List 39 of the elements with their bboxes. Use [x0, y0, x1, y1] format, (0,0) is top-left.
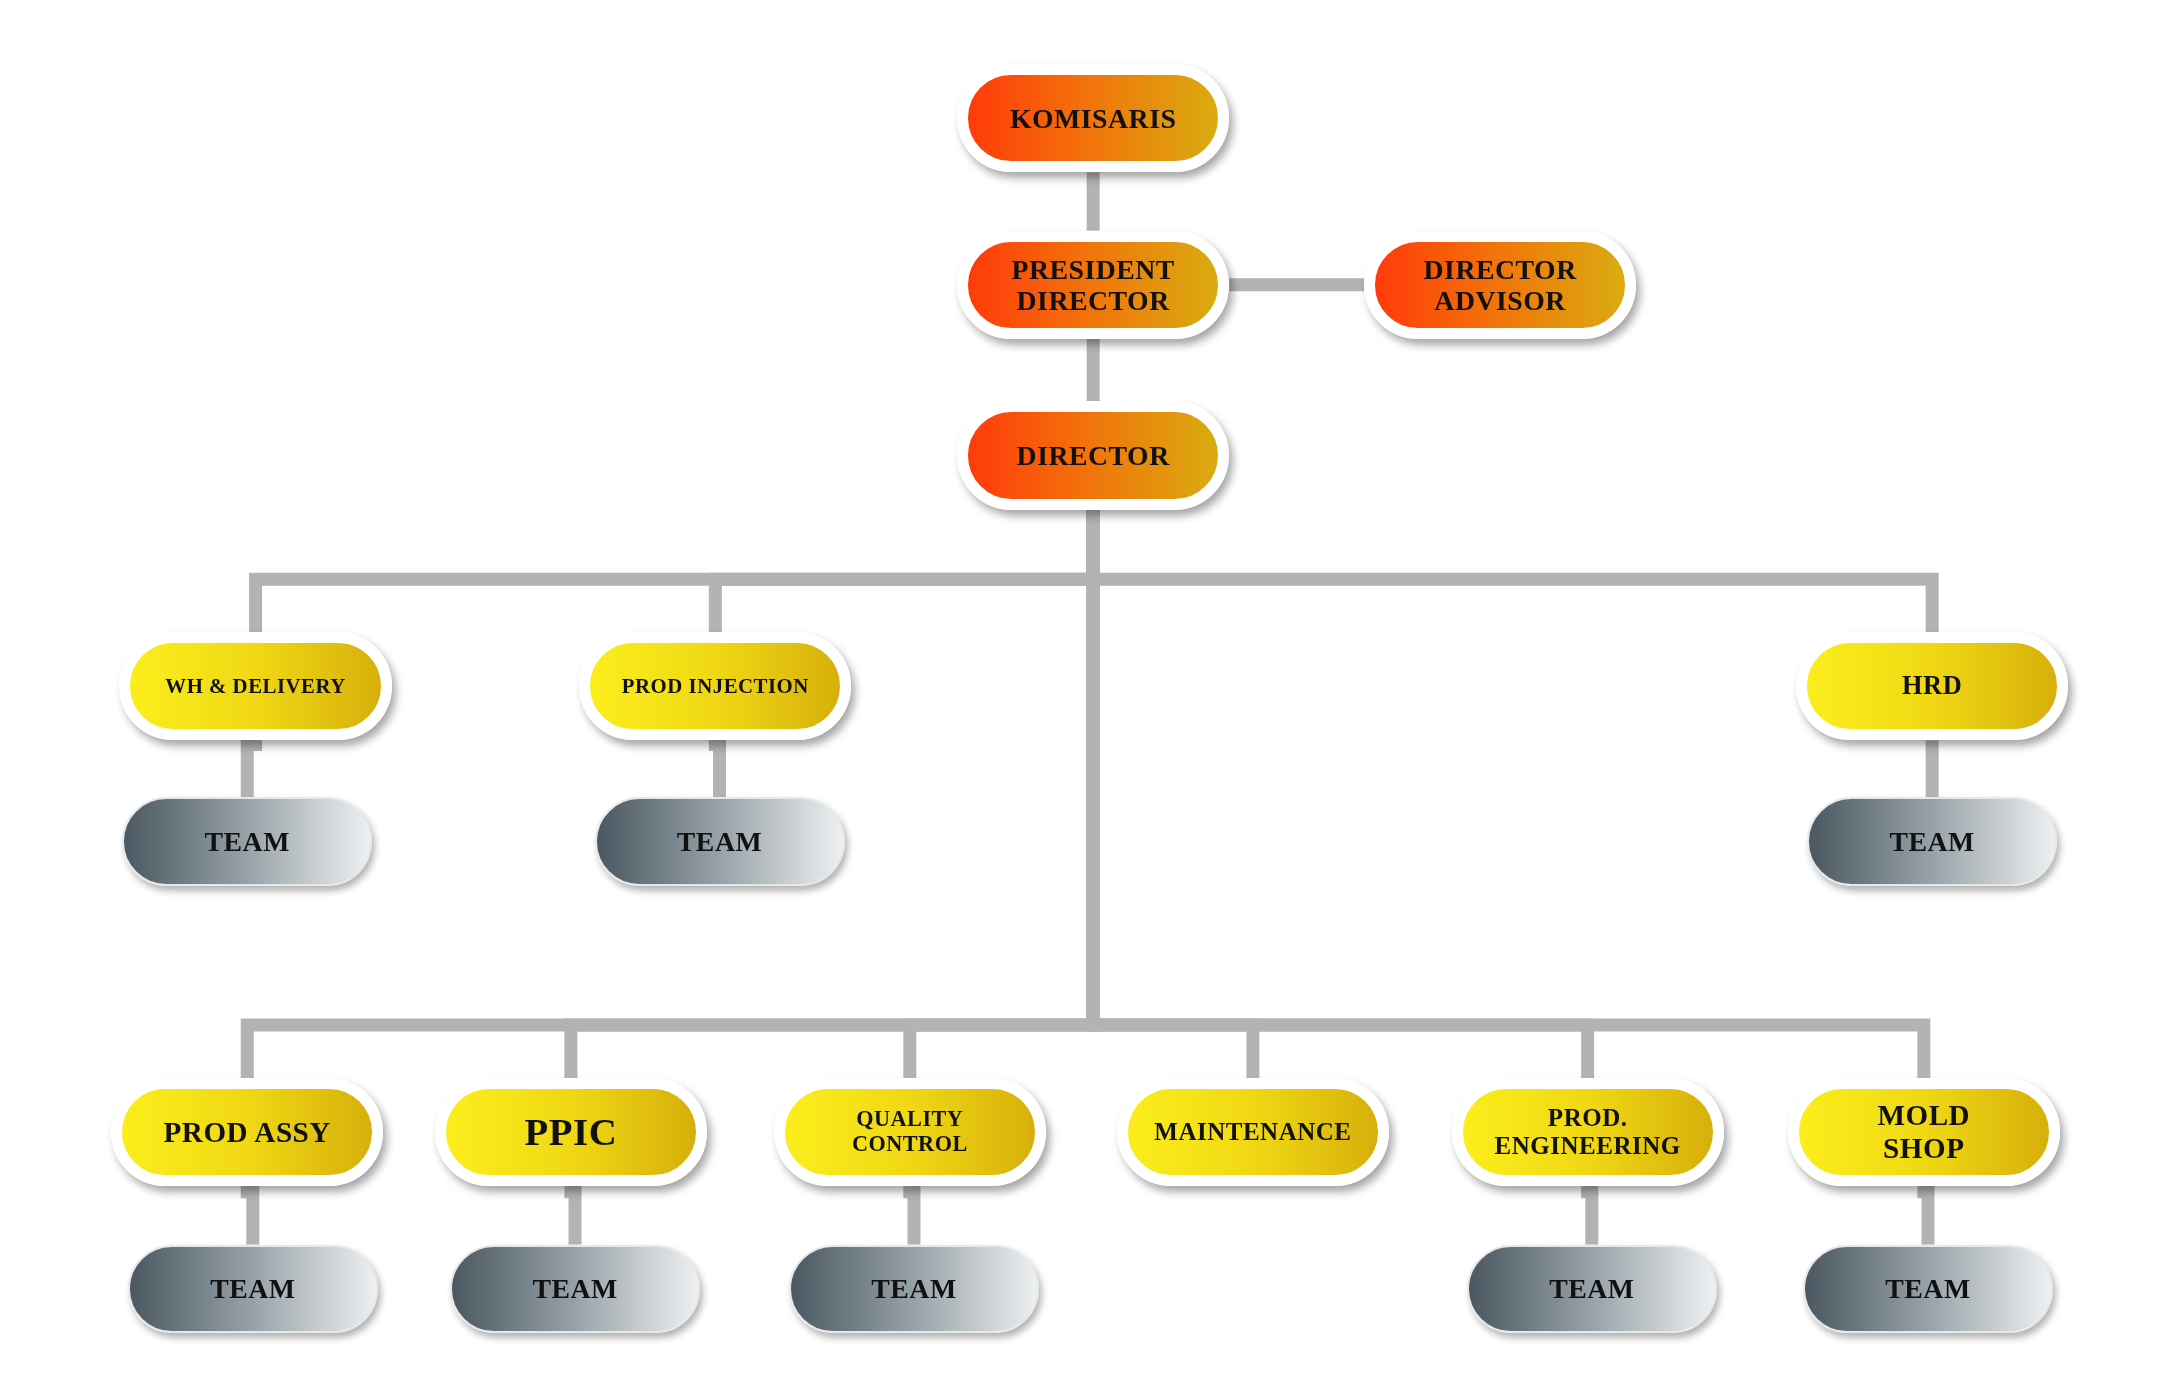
team-pill [594, 797, 845, 887]
role-title: PROD. ENGINEERING [1493, 1104, 1682, 1161]
team-label: TEAM [1549, 1273, 1635, 1305]
connector-line [708, 738, 726, 798]
connector-line [1581, 1185, 1599, 1245]
team-pill [788, 1244, 1039, 1334]
role-title: KOMISARIS [1009, 102, 1177, 134]
connector-line [1917, 1185, 1935, 1245]
team-label: TEAM [1889, 826, 1975, 858]
team-label: TEAM [532, 1273, 618, 1305]
team-label: TEAM [676, 826, 763, 858]
connector-line [1229, 278, 1365, 292]
role-title: PROD ASSY [163, 1115, 331, 1149]
role-title: WH & DELIVERY [165, 674, 346, 698]
connector-line [564, 1185, 582, 1245]
team-label: TEAM [1885, 1273, 1971, 1305]
team-pill [122, 797, 373, 887]
team-label: TEAM [204, 826, 290, 858]
team-pill [450, 1244, 701, 1334]
connector-line [1086, 172, 1100, 231]
connector-line [903, 1185, 921, 1245]
role-title: MAINTENANCE [1154, 1118, 1352, 1147]
role-title: DIRECTOR ADVISOR [1422, 253, 1578, 316]
team-pill [1466, 1244, 1717, 1334]
team-pill [1802, 1244, 2053, 1334]
team-label: TEAM [871, 1273, 957, 1305]
connector-line [240, 1185, 260, 1245]
connector-line [1086, 338, 1100, 402]
team-label: TEAM [210, 1273, 296, 1305]
role-title: HRD [1902, 671, 1963, 701]
team-pill [1807, 797, 2058, 887]
role-title: PPIC [524, 1110, 618, 1154]
connector-line [1925, 740, 1939, 798]
role-title: QUALITY CONTROL [850, 1107, 969, 1157]
role-title: PRESIDENT DIRECTOR [1010, 253, 1176, 316]
role-title: MOLD SHOP [1876, 1099, 1972, 1165]
team-pill [127, 1244, 378, 1334]
role-title: DIRECTOR [1016, 440, 1170, 472]
role-title: PROD INJECTION [621, 674, 809, 698]
